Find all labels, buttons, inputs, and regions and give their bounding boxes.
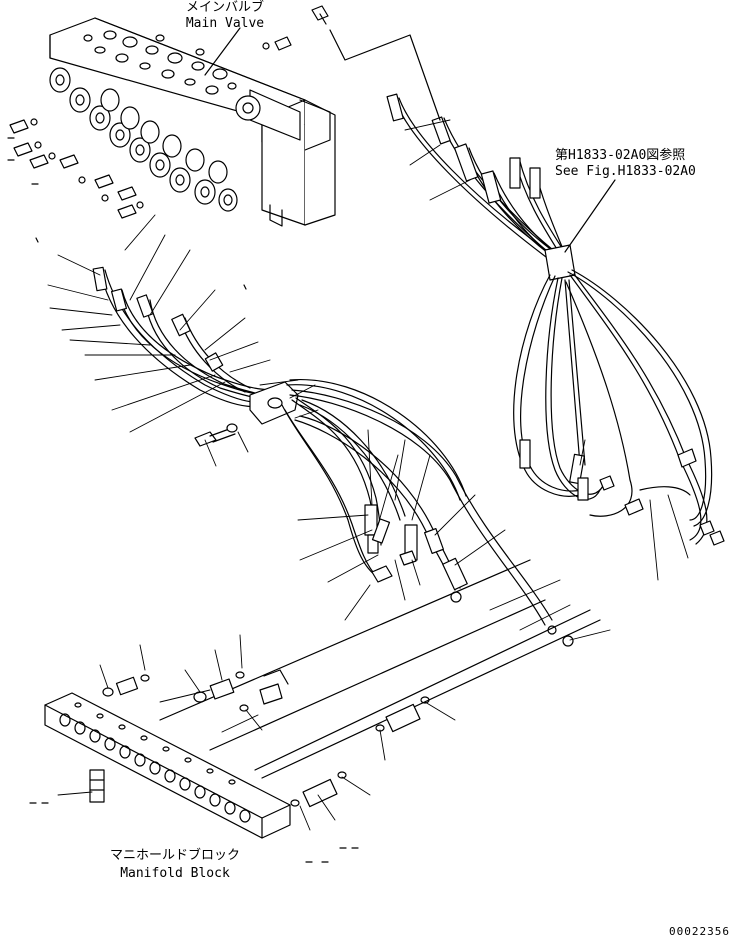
valve-ports — [83, 30, 237, 95]
part-leader-lines — [47, 119, 689, 831]
bolt-and-washer — [194, 423, 238, 447]
spool-caps — [49, 67, 238, 212]
leader-main-valve — [204, 27, 241, 76]
reference-label-en: See Fig.H1833-02A0 — [555, 164, 696, 179]
connection-line-upper — [329, 29, 441, 121]
center-hose-group — [281, 379, 574, 647]
main-valve-assembly — [9, 5, 336, 227]
main-valve-label-jp: メインバルブ — [185, 0, 264, 15]
loose-fittings — [9, 5, 329, 219]
tick-marks — [7, 137, 359, 863]
hose-clamp-left — [249, 381, 299, 425]
leader-see-fig — [564, 179, 616, 253]
manifold-block-label-en: Manifold Block — [120, 866, 230, 881]
manifold-block — [44, 692, 291, 839]
right-hose-bundle — [386, 93, 725, 546]
manifold-ports — [59, 702, 251, 823]
manifold-fittings — [102, 669, 430, 808]
left-hose-bundle — [92, 266, 291, 408]
manifold-block-label-jp: マニホールドブロック — [109, 848, 240, 863]
pipes-to-manifold — [159, 559, 601, 779]
drawing-number: 00022356 — [669, 925, 730, 938]
main-valve-label-en: Main Valve — [185, 16, 265, 31]
reference-label-jp: 第H1833-02A0図参照 — [555, 148, 686, 163]
